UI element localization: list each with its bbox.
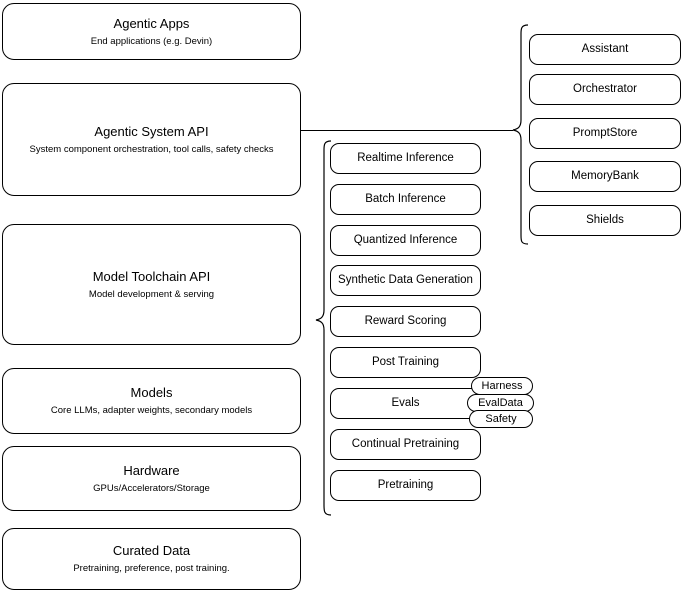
capability-label: Synthetic Data Generation bbox=[338, 274, 473, 286]
layer-subtitle: GPUs/Accelerators/Storage bbox=[93, 482, 210, 494]
layer-title: Agentic Apps bbox=[113, 15, 190, 31]
layer-box-hardware[interactable]: Hardware GPUs/Accelerators/Storage bbox=[2, 446, 301, 511]
capability-label: Pretraining bbox=[377, 479, 434, 491]
capability-label: Post Training bbox=[371, 356, 440, 368]
evals-tag-label: EvalData bbox=[478, 397, 523, 409]
connector-line-system-api-to-components bbox=[301, 130, 513, 131]
capability-label: Quantized Inference bbox=[353, 234, 458, 246]
layer-box-agentic-apps[interactable]: Agentic Apps End applications (e.g. Devi… bbox=[2, 3, 301, 60]
layer-box-model-toolchain-api[interactable]: Model Toolchain API Model development & … bbox=[2, 224, 301, 345]
layer-subtitle: System component orchestration, tool cal… bbox=[29, 143, 274, 155]
component-label: Orchestrator bbox=[573, 83, 637, 95]
capability-label: Continual Pretraining bbox=[351, 438, 460, 450]
component-box-assistant[interactable]: Assistant bbox=[529, 34, 681, 65]
capability-box-continual-pretraining[interactable]: Continual Pretraining bbox=[330, 429, 481, 460]
layer-subtitle: End applications (e.g. Devin) bbox=[90, 35, 213, 47]
capability-box-batch-inference[interactable]: Batch Inference bbox=[330, 184, 481, 215]
layer-title: Hardware bbox=[123, 462, 180, 478]
component-label: MemoryBank bbox=[571, 170, 639, 182]
layer-box-agentic-system-api[interactable]: Agentic System API System component orch… bbox=[2, 83, 301, 196]
layer-subtitle: Core LLMs, adapter weights, secondary mo… bbox=[50, 405, 253, 416]
layer-title: Curated Data bbox=[112, 543, 191, 558]
layer-title: Model Toolchain API bbox=[92, 268, 211, 284]
capability-label: Realtime Inference bbox=[357, 152, 454, 164]
capability-box-evals[interactable]: Evals bbox=[330, 388, 481, 419]
brace-agentic-system-components bbox=[512, 24, 529, 245]
evals-tag-label: Harness bbox=[481, 380, 523, 392]
component-box-memorybank[interactable]: MemoryBank bbox=[529, 161, 681, 192]
capability-label: Evals bbox=[391, 397, 420, 409]
evals-tag-safety[interactable]: Safety bbox=[469, 410, 533, 428]
evals-tag-label: Safety bbox=[485, 413, 517, 425]
capability-label: Batch Inference bbox=[365, 193, 446, 205]
capability-box-realtime-inference[interactable]: Realtime Inference bbox=[330, 143, 481, 174]
layer-title: Models bbox=[130, 385, 173, 400]
layer-title: Agentic System API bbox=[94, 123, 209, 139]
layer-subtitle: Model development & serving bbox=[88, 288, 215, 300]
component-label: Shields bbox=[586, 214, 624, 226]
component-box-promptstore[interactable]: PromptStore bbox=[529, 118, 681, 149]
component-box-orchestrator[interactable]: Orchestrator bbox=[529, 74, 681, 105]
capability-box-reward-scoring[interactable]: Reward Scoring bbox=[330, 306, 481, 337]
capability-label: Reward Scoring bbox=[364, 315, 447, 327]
layer-box-models[interactable]: Models Core LLMs, adapter weights, secon… bbox=[2, 368, 301, 434]
capability-box-quantized-inference[interactable]: Quantized Inference bbox=[330, 225, 481, 256]
layer-subtitle: Pretraining, preference, post training. bbox=[73, 563, 230, 574]
component-label: Assistant bbox=[581, 43, 629, 55]
component-label: PromptStore bbox=[572, 127, 638, 139]
evals-tag-evaldata[interactable]: EvalData bbox=[467, 394, 534, 412]
layer-box-curated-data[interactable]: Curated Data Pretraining, preference, po… bbox=[2, 528, 301, 590]
capability-box-post-training[interactable]: Post Training bbox=[330, 347, 481, 378]
capability-box-pretraining[interactable]: Pretraining bbox=[330, 470, 481, 501]
component-box-shields[interactable]: Shields bbox=[529, 205, 681, 236]
capability-box-synthetic-data-generation[interactable]: Synthetic Data Generation bbox=[330, 265, 481, 296]
brace-model-toolchain bbox=[315, 140, 332, 516]
evals-tag-harness[interactable]: Harness bbox=[471, 377, 533, 395]
